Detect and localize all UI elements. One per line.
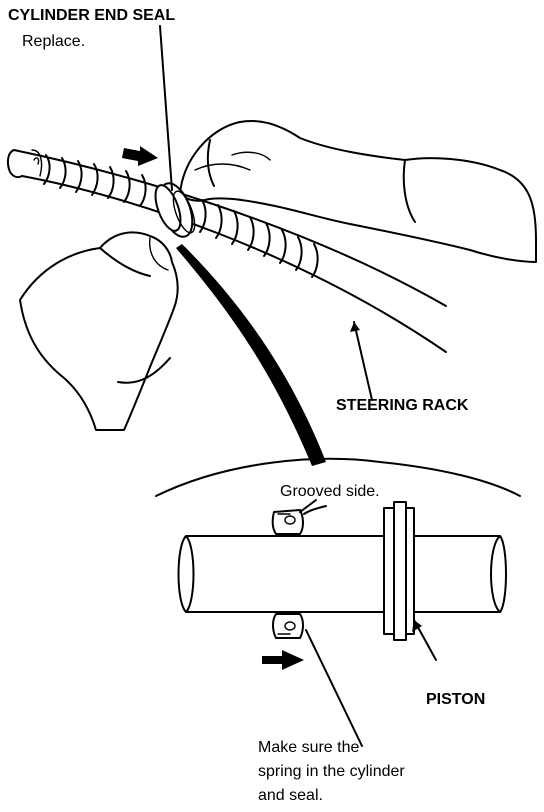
detail-piston <box>383 501 437 661</box>
detail-seal-lower <box>272 613 304 639</box>
right-hand <box>179 120 537 263</box>
detail-seal-upper <box>271 505 327 535</box>
note-line-1: Make sure the <box>258 739 359 756</box>
upper-illustration <box>6 25 537 466</box>
steering-rack-label: STEERING RACK <box>336 397 469 414</box>
note-leader <box>305 629 363 747</box>
rack-teeth-left <box>43 154 147 207</box>
rack-teeth-right <box>199 199 319 278</box>
detail-view <box>155 457 521 747</box>
detail-pointer <box>176 244 326 466</box>
left-hand <box>19 231 179 431</box>
detail-frame-arc <box>155 457 521 497</box>
grooved-side-label: Grooved side. <box>280 483 380 500</box>
steering-rack-leader <box>353 321 373 401</box>
cylinder-end-seal-leader <box>159 25 173 191</box>
upper-push-arrow <box>122 146 158 166</box>
replace-label: Replace. <box>22 33 85 50</box>
piston-label: PISTON <box>426 691 485 708</box>
grooved-side-leader <box>299 499 317 513</box>
note-line-2: spring in the cylinder <box>258 763 405 780</box>
lower-push-arrow <box>262 650 304 670</box>
cylinder-end-seal-label: CYLINDER END SEAL <box>8 7 175 24</box>
steering-rack <box>6 149 447 353</box>
detail-shaft <box>177 535 507 613</box>
cylinder-end-seal <box>154 182 196 238</box>
note-line-3: and seal. <box>258 787 323 804</box>
